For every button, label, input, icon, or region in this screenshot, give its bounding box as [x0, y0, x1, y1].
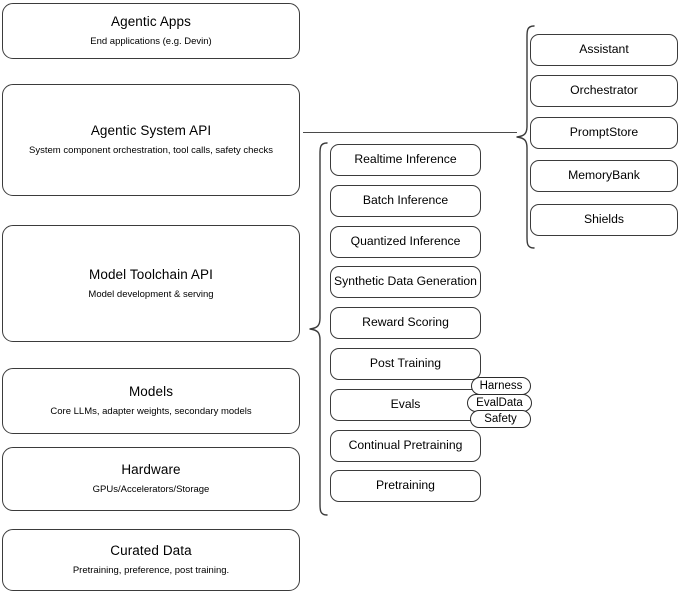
layer-title: Models — [128, 384, 174, 400]
eval-badge-safety[interactable]: Safety — [470, 410, 531, 428]
stack-layer-agentic-system-api[interactable]: Agentic System API System component orch… — [2, 84, 300, 196]
capability-label: Reward Scoring — [362, 315, 449, 330]
brace-system-components — [514, 25, 536, 249]
layer-title: Hardware — [121, 462, 181, 478]
system-component-label: Assistant — [579, 42, 629, 57]
eval-badge-label: Safety — [484, 413, 517, 425]
capability-continual-pretraining[interactable]: Continual Pretraining — [330, 430, 481, 462]
capability-label: Post Training — [369, 356, 442, 371]
capability-label: Pretraining — [376, 478, 435, 493]
capability-label: Continual Pretraining — [348, 438, 463, 453]
capability-post-training[interactable]: Post Training — [330, 348, 481, 380]
capability-pretraining[interactable]: Pretraining — [330, 470, 481, 502]
layer-title: Model Toolchain API — [89, 266, 213, 282]
capability-quantized-inference[interactable]: Quantized Inference — [330, 226, 481, 258]
capability-evals[interactable]: Evals — [330, 389, 481, 421]
system-component-assistant[interactable]: Assistant — [530, 34, 678, 66]
layer-subtitle: End applications (e.g. Devin) — [90, 36, 212, 47]
system-component-label: MemoryBank — [568, 168, 640, 183]
stack-layer-models[interactable]: Models Core LLMs, adapter weights, secon… — [2, 368, 300, 434]
capability-batch-inference[interactable]: Batch Inference — [330, 185, 481, 217]
brace-toolchain-capabilities — [307, 142, 329, 516]
layer-subtitle: GPUs/Accelerators/Storage — [92, 484, 210, 495]
capability-synthetic-data-generation[interactable]: Synthetic Data Generation — [330, 266, 481, 298]
layer-subtitle: Model development & serving — [88, 288, 214, 300]
layer-subtitle: Core LLMs, adapter weights, secondary mo… — [50, 406, 252, 417]
stack-layer-agentic-apps[interactable]: Agentic Apps End applications (e.g. Devi… — [2, 3, 300, 59]
layer-title: Agentic Apps — [110, 14, 191, 30]
capability-reward-scoring[interactable]: Reward Scoring — [330, 307, 481, 339]
system-component-label: Orchestrator — [570, 83, 638, 98]
capability-label: Batch Inference — [362, 193, 449, 208]
eval-badge-label: Harness — [479, 380, 523, 392]
layer-subtitle: Pretraining, preference, post training. — [72, 565, 230, 576]
system-component-shields[interactable]: Shields — [530, 204, 678, 236]
system-component-promptstore[interactable]: PromptStore — [530, 117, 678, 149]
capability-realtime-inference[interactable]: Realtime Inference — [330, 144, 481, 176]
capability-label: Synthetic Data Generation — [334, 274, 477, 289]
stack-layer-model-toolchain-api[interactable]: Model Toolchain API Model development & … — [2, 225, 300, 342]
layer-title: Agentic System API — [90, 123, 212, 139]
connector-system-api-to-components — [303, 132, 517, 134]
capability-label: Evals — [390, 397, 421, 412]
stack-layer-hardware[interactable]: Hardware GPUs/Accelerators/Storage — [2, 447, 300, 511]
eval-badge-label: EvalData — [476, 397, 523, 409]
layer-title: Curated Data — [110, 543, 192, 559]
eval-badge-harness[interactable]: Harness — [471, 377, 531, 395]
capability-label: Realtime Inference — [354, 152, 457, 167]
capability-label: Quantized Inference — [350, 234, 461, 249]
stack-layer-curated-data[interactable]: Curated Data Pretraining, preference, po… — [2, 529, 300, 591]
layer-subtitle: System component orchestration, tool cal… — [29, 145, 273, 156]
system-component-memorybank[interactable]: MemoryBank — [530, 160, 678, 192]
system-component-label: Shields — [584, 212, 624, 227]
system-component-orchestrator[interactable]: Orchestrator — [530, 75, 678, 107]
system-component-label: PromptStore — [569, 125, 639, 140]
